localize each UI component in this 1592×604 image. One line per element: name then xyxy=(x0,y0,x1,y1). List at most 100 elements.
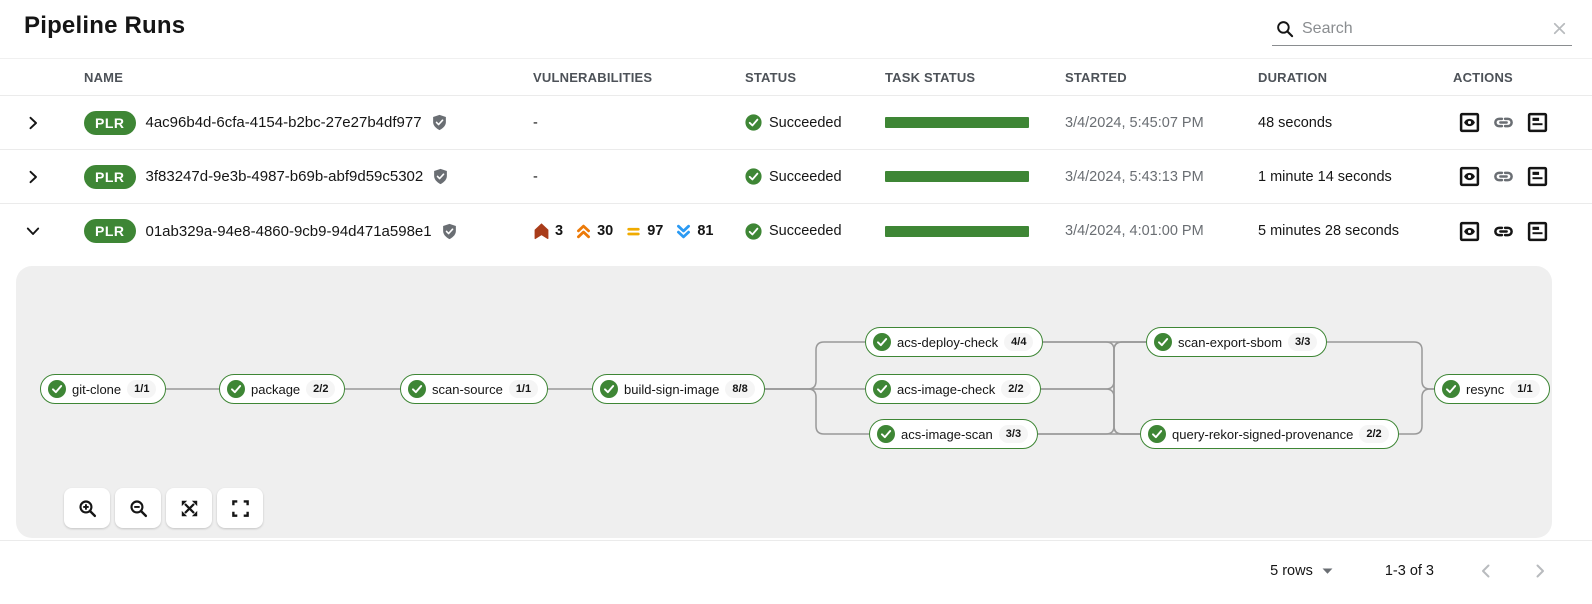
critical-severity-icon xyxy=(534,222,549,239)
fit-to-screen-button[interactable] xyxy=(166,488,212,528)
logs-icon xyxy=(1527,112,1548,133)
pipeline-visualization-panel: git-clone 1/1 package 2/2 scan-source 1/… xyxy=(16,266,1552,538)
copy-link-button[interactable] xyxy=(1492,111,1515,134)
low-severity-icon xyxy=(677,224,691,238)
task-name-label: scan-export-sbom xyxy=(1178,334,1283,350)
pipeline-edge xyxy=(1043,341,1140,435)
status-label: Succeeded xyxy=(769,114,842,131)
pipeline-edge xyxy=(765,341,865,390)
pipeline-edges xyxy=(166,341,1434,435)
copy-link-button[interactable] xyxy=(1492,220,1515,243)
reset-view-button[interactable] xyxy=(217,488,263,528)
pipeline-edge xyxy=(1399,388,1434,435)
expand-toggle-button[interactable] xyxy=(21,111,45,135)
pipeline-task-node[interactable]: acs-deploy-check 4/4 xyxy=(865,327,1044,357)
table-body: PLR 4ac96b4d-6cfa-4154-b2bc-27e27b4df977… xyxy=(0,96,1592,258)
expand-toggle-button[interactable] xyxy=(21,165,45,189)
actions-cell xyxy=(1453,220,1592,243)
task-success-icon xyxy=(408,380,426,398)
vulnerabilities-cell: 3 30 97 81 xyxy=(533,222,745,240)
zoom-in-icon xyxy=(78,499,96,517)
view-logs-button[interactable] xyxy=(1526,165,1549,188)
table-header-row: NAME VULNERABILITIES STATUS TASK STATUS … xyxy=(0,58,1592,96)
task-name-label: build-sign-image xyxy=(624,381,720,397)
pipeline-run-link[interactable]: 01ab329a-94e8-4860-9cb9-94d471a598e1 xyxy=(145,222,432,240)
task-step-count-badge: 4/4 xyxy=(1004,333,1034,351)
view-logs-button[interactable] xyxy=(1526,111,1549,134)
task-success-icon xyxy=(877,425,895,443)
pipeline-edge xyxy=(1041,341,1146,390)
actions-cell xyxy=(1453,111,1592,134)
task-status-bar xyxy=(885,171,1029,182)
task-success-icon xyxy=(600,380,618,398)
pipeline-run-link[interactable]: 3f83247d-9e3b-4987-b69b-abf9d59c5302 xyxy=(145,168,424,185)
view-output-button[interactable] xyxy=(1458,165,1481,188)
pipeline-task-node[interactable]: query-rekor-signed-provenance 2/2 xyxy=(1140,419,1399,449)
eye-square-icon xyxy=(1459,112,1480,133)
pipeline-task-node[interactable]: acs-image-check 2/2 xyxy=(865,374,1041,404)
zoom-in-button[interactable] xyxy=(64,488,110,528)
low-vulnerabilities: 81 xyxy=(675,223,714,240)
medium-vulnerabilities: 97 xyxy=(625,223,663,240)
task-step-count-badge: 2/2 xyxy=(306,380,336,398)
table-row: PLR 4ac96b4d-6cfa-4154-b2bc-27e27b4df977… xyxy=(0,96,1592,150)
success-status-icon xyxy=(745,114,762,131)
logs-icon xyxy=(1527,221,1548,241)
status-label: Succeeded xyxy=(769,223,842,239)
started-timestamp: 3/4/2024, 5:45:07 PM xyxy=(1065,114,1204,131)
clear-search-button[interactable] xyxy=(1549,18,1570,39)
expand-toggle-button[interactable] xyxy=(21,219,45,243)
pipeline-task-node[interactable]: acs-image-scan 3/3 xyxy=(869,419,1039,449)
pipeline-edge xyxy=(765,388,869,435)
search-input[interactable] xyxy=(1294,19,1549,38)
pipeline-task-node[interactable]: build-sign-image 8/8 xyxy=(592,374,765,404)
high-vulnerabilities: 30 xyxy=(575,223,613,240)
medium-severity-icon xyxy=(627,227,640,235)
task-name-label: resync xyxy=(1466,381,1505,397)
task-name-label: query-rekor-signed-provenance xyxy=(1172,426,1354,442)
task-step-count-badge: 1/1 xyxy=(127,380,157,398)
link-icon xyxy=(1494,117,1513,128)
previous-page-button[interactable] xyxy=(1474,559,1498,583)
pipeline-task-node[interactable]: scan-export-sbom 3/3 xyxy=(1146,327,1328,357)
plr-badge: PLR xyxy=(84,219,136,243)
copy-link-button[interactable] xyxy=(1492,165,1515,188)
pipeline-task-node[interactable]: git-clone 1/1 xyxy=(40,374,167,404)
signed-shield-icon xyxy=(434,168,448,185)
status-cell: Succeeded xyxy=(745,168,885,185)
task-name-label: scan-source xyxy=(432,381,503,397)
status-cell: Succeeded xyxy=(745,222,885,240)
zoom-out-button[interactable] xyxy=(115,488,161,528)
pipeline-task-node[interactable]: resync 1/1 xyxy=(1434,374,1550,404)
next-page-button[interactable] xyxy=(1528,559,1552,583)
critical-vulnerabilities: 3 xyxy=(533,222,563,240)
rows-per-page-select[interactable]: 5 rows xyxy=(1270,563,1333,579)
column-header-vulnerabilities: VULNERABILITIES xyxy=(533,69,653,85)
plr-badge: PLR xyxy=(84,164,136,189)
pipeline-run-link[interactable]: 4ac96b4d-6cfa-4154-b2bc-27e27b4df977 xyxy=(145,114,422,131)
column-header-actions: ACTIONS xyxy=(1453,69,1513,85)
view-logs-button[interactable] xyxy=(1526,220,1549,243)
pipeline-task-node[interactable]: scan-source 1/1 xyxy=(400,374,549,404)
eye-square-icon xyxy=(1459,166,1480,187)
vulnerabilities-cell: - xyxy=(533,168,538,185)
task-step-count-badge: 1/1 xyxy=(1510,380,1540,398)
pipeline-task-node[interactable]: package 2/2 xyxy=(219,374,346,404)
task-step-count-badge: 1/1 xyxy=(508,380,539,398)
pagination-footer: 5 rows 1-3 of 3 xyxy=(0,541,1592,583)
started-timestamp: 3/4/2024, 5:43:13 PM xyxy=(1065,168,1204,185)
pipeline-edge xyxy=(1327,341,1434,390)
close-icon xyxy=(1553,22,1566,35)
signed-shield-icon xyxy=(442,223,456,239)
task-success-icon xyxy=(1442,380,1460,398)
high-severity-icon xyxy=(577,224,591,238)
view-output-button[interactable] xyxy=(1458,111,1481,134)
column-header-status: STATUS xyxy=(745,69,797,85)
view-output-button[interactable] xyxy=(1458,220,1481,243)
task-step-count-badge: 2/2 xyxy=(1001,380,1031,398)
task-name-label: acs-deploy-check xyxy=(897,334,999,350)
link-icon xyxy=(1494,226,1513,236)
chevron-right-icon xyxy=(29,116,37,129)
chevron-left-icon xyxy=(1482,564,1490,578)
page-title: Pipeline Runs xyxy=(24,12,186,39)
